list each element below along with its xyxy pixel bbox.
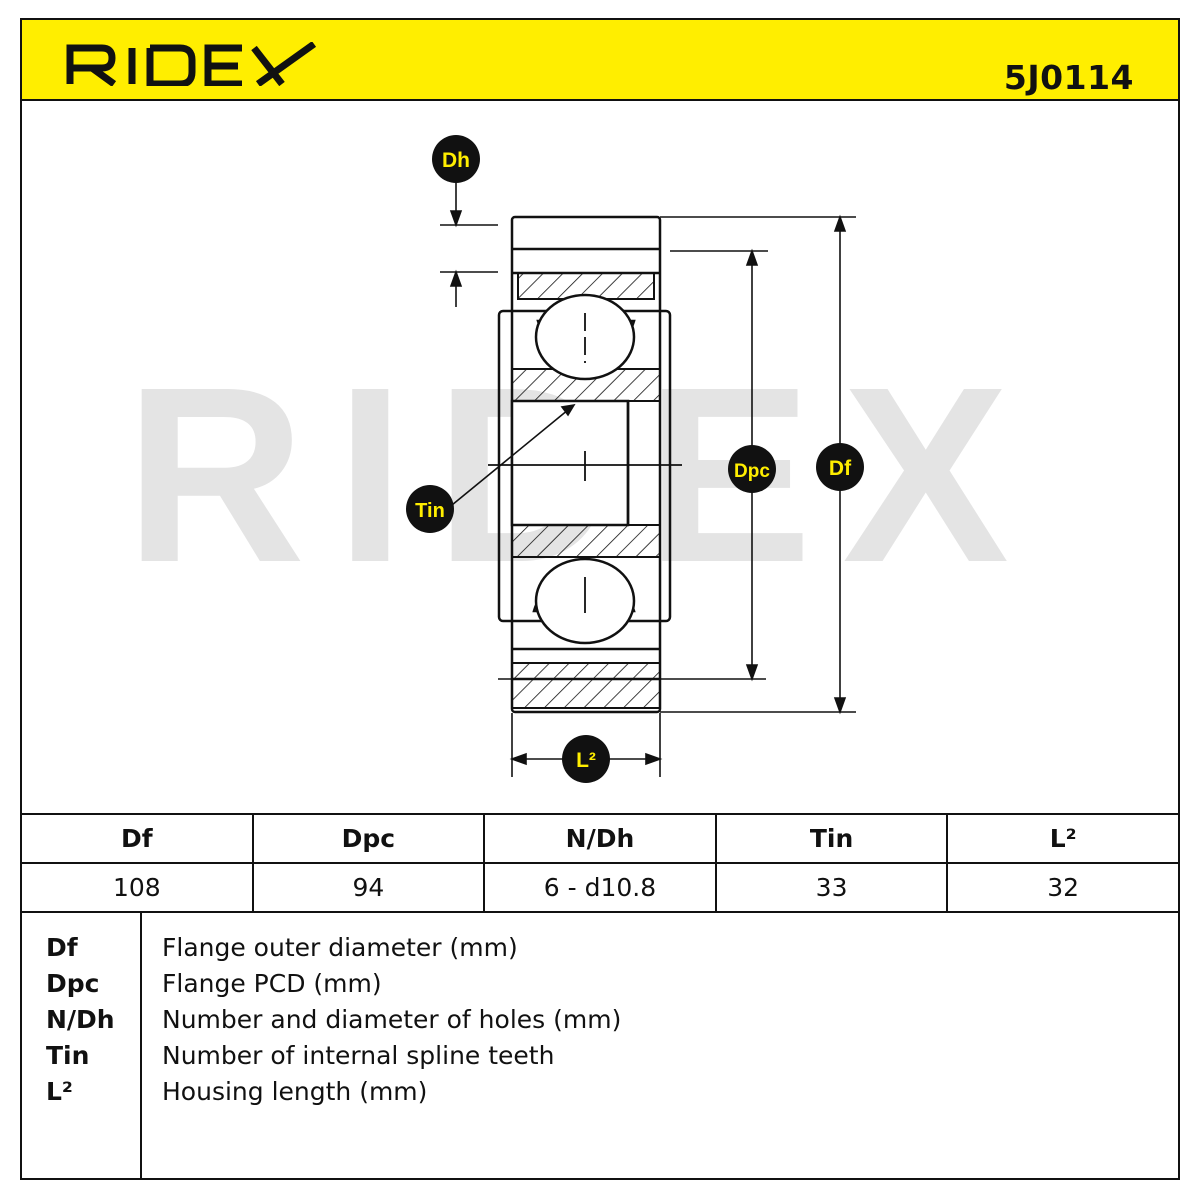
spec-header-row: Df Dpc N/Dh Tin L² [20, 813, 1180, 864]
dpc-label: Dpc [734, 461, 770, 482]
legend-abbr: L² [46, 1077, 73, 1106]
df-badge: Df [816, 443, 864, 491]
spec-value-l2: 32 [946, 862, 1180, 913]
legend-row: Df Flange outer diameter (mm) [22, 933, 1182, 969]
legend-abbr: N/Dh [46, 1005, 115, 1034]
legend-divider [140, 913, 142, 1178]
legend-desc: Flange PCD (mm) [162, 969, 382, 998]
dpc-badge: Dpc [728, 445, 776, 493]
dh-badge: Dh [432, 135, 480, 183]
legend-abbr: Tin [46, 1041, 90, 1070]
legend-desc: Flange outer diameter (mm) [162, 933, 518, 962]
header-bar: 5J0114 [20, 18, 1180, 101]
spec-header-dpc: Dpc [251, 813, 486, 864]
spec-header-ndh: N/Dh [483, 813, 717, 864]
part-number: 5J0114 [1003, 58, 1134, 97]
l2-label: L² [576, 749, 596, 772]
legend-desc: Housing length (mm) [162, 1077, 428, 1106]
spec-value-df: 108 [20, 862, 254, 913]
ridex-logo [66, 42, 316, 86]
technical-drawing: RIDEX [125, 135, 1009, 783]
legend-abbr: Df [46, 933, 78, 962]
legend-row: Tin Number of internal spline teeth [22, 1041, 1182, 1077]
spec-header-l2: L² [946, 813, 1180, 864]
legend-row: L² Housing length (mm) [22, 1077, 1182, 1113]
spec-value-tin: 33 [714, 862, 949, 913]
spec-header-tin: Tin [714, 813, 949, 864]
legend-row: Dpc Flange PCD (mm) [22, 969, 1182, 1005]
l2-badge: L² [562, 735, 610, 783]
legend-row: N/Dh Number and diameter of holes (mm) [22, 1005, 1182, 1041]
spec-header-df: Df [20, 813, 254, 864]
center-lines [488, 313, 682, 613]
spec-value-ndh: 6 - d10.8 [483, 862, 717, 913]
legend: Df Flange outer diameter (mm) Dpc Flange… [20, 911, 1180, 1180]
df-label: Df [829, 457, 852, 480]
spec-value-dpc: 94 [251, 862, 486, 913]
spec-table: Df Dpc N/Dh Tin L² 108 94 6 - d10.8 33 3… [20, 813, 1180, 913]
dimension-lines [440, 179, 856, 777]
legend-desc: Number and diameter of holes (mm) [162, 1005, 622, 1034]
hatched-sections [511, 272, 661, 709]
tin-label: Tin [415, 500, 445, 522]
spec-value-row: 108 94 6 - d10.8 33 32 [20, 862, 1180, 913]
legend-desc: Number of internal spline teeth [162, 1041, 555, 1070]
dh-label: Dh [442, 149, 470, 172]
legend-abbr: Dpc [46, 969, 100, 998]
inner-bore [510, 399, 630, 527]
tin-badge: Tin [406, 485, 454, 533]
